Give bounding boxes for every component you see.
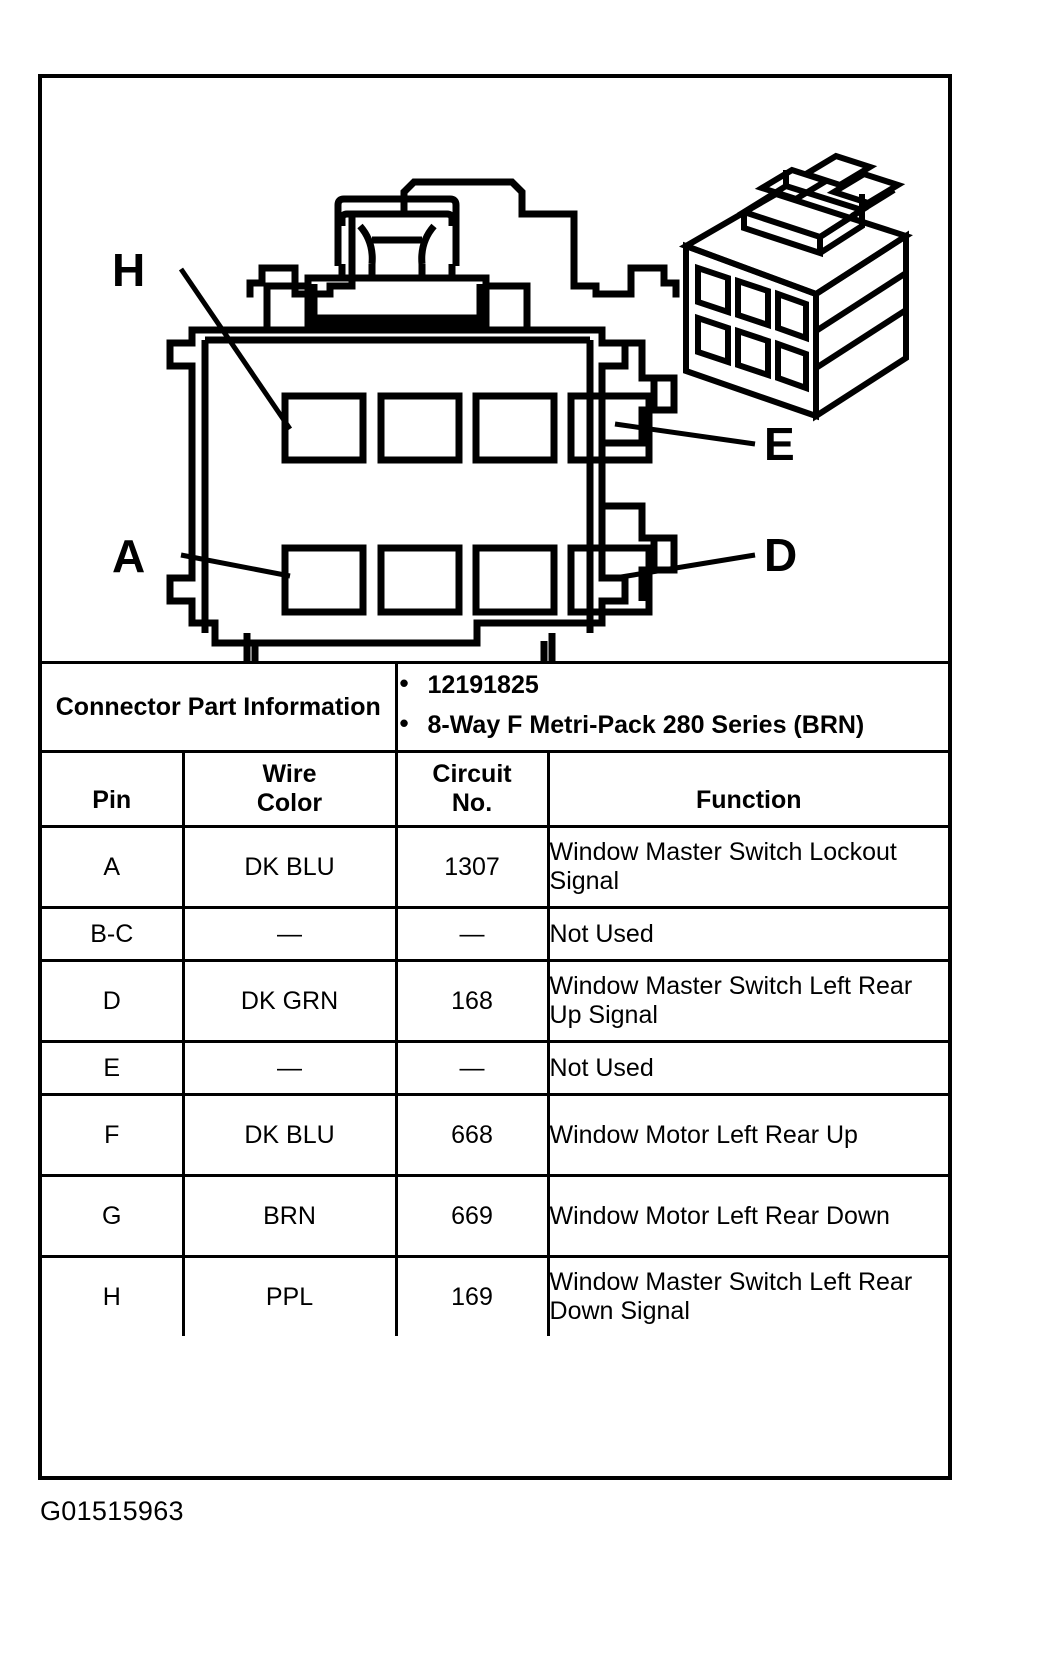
cell-function: Window Master Switch Left Rear Down Sign…: [546, 1255, 949, 1336]
callout-label-d: D: [764, 529, 797, 581]
cell-circuit-no: 668: [394, 1093, 550, 1177]
cell-wire-color: —: [181, 1040, 398, 1096]
table-row: B-C — — Not Used: [42, 906, 949, 962]
header-function: Function: [546, 750, 949, 828]
connector-isometric-view: [678, 152, 913, 422]
connector-part-information-row: Connector Part Information 12191825 8-Wa…: [42, 661, 949, 753]
callout-label-h: H: [112, 244, 145, 296]
connector-figure-frame: H E A D Connector Part Information 12191…: [38, 74, 952, 1480]
cell-pin: D: [42, 959, 185, 1043]
table-header-row: Pin Wire Color Circuit No. Function: [42, 750, 949, 828]
cell-function: Window Motor Left Rear Up: [546, 1093, 949, 1177]
connector-part-information-label: Connector Part Information: [42, 661, 398, 753]
connector-pinout-table: Connector Part Information 12191825 8-Wa…: [42, 661, 949, 1336]
cell-pin: H: [42, 1255, 185, 1336]
table-row: G BRN 669 Window Motor Left Rear Down: [42, 1174, 949, 1258]
figure-caption: G01515963: [40, 1496, 184, 1526]
cell-pin: E: [42, 1040, 185, 1096]
cell-circuit-no: —: [394, 906, 550, 962]
connector-type: 8-Way F Metri-Pack 280 Series (BRN): [398, 708, 949, 740]
terminal-cavities: [281, 392, 653, 616]
cell-pin: A: [42, 825, 185, 909]
callout-label-e: E: [764, 418, 795, 470]
cell-function: Window Motor Left Rear Down: [546, 1174, 949, 1258]
cell-circuit-no: 669: [394, 1174, 550, 1258]
cell-wire-color: DK BLU: [181, 825, 398, 909]
cell-wire-color: BRN: [181, 1174, 398, 1258]
cell-wire-color: DK BLU: [181, 1093, 398, 1177]
cell-circuit-no: 1307: [394, 825, 550, 909]
table-row: H PPL 169 Window Master Switch Left Rear…: [42, 1255, 949, 1336]
header-pin: Pin: [42, 750, 185, 828]
cell-pin: F: [42, 1093, 185, 1177]
cell-function: Not Used: [546, 1040, 949, 1096]
table-row: D DK GRN 168 Window Master Switch Left R…: [42, 959, 949, 1043]
part-number: 12191825: [398, 668, 949, 700]
cell-pin: B-C: [42, 906, 185, 962]
cell-circuit-no: 168: [394, 959, 550, 1043]
cell-function: Window Master Switch Lockout Signal: [546, 825, 949, 909]
cell-circuit-no: —: [394, 1040, 550, 1096]
cell-function: Not Used: [546, 906, 949, 962]
table-row: F DK BLU 668 Window Motor Left Rear Up: [42, 1093, 949, 1177]
cell-wire-color: —: [181, 906, 398, 962]
cell-wire-color: PPL: [181, 1255, 398, 1336]
cell-function: Window Master Switch Left Rear Up Signal: [546, 959, 949, 1043]
callout-label-a: A: [112, 530, 145, 582]
cell-pin: G: [42, 1174, 185, 1258]
table-row: A DK BLU 1307 Window Master Switch Locko…: [42, 825, 949, 909]
table-row: E — — Not Used: [42, 1040, 949, 1096]
cell-circuit-no: 169: [394, 1255, 550, 1336]
header-wire-color: Wire Color: [181, 750, 398, 828]
cell-wire-color: DK GRN: [181, 959, 398, 1043]
header-circuit-no: Circuit No.: [394, 750, 550, 828]
connector-diagram: H E A D: [42, 78, 948, 661]
connector-part-information-values: 12191825 8-Way F Metri-Pack 280 Series (…: [394, 661, 949, 753]
callout-leader-lines: [178, 267, 756, 581]
